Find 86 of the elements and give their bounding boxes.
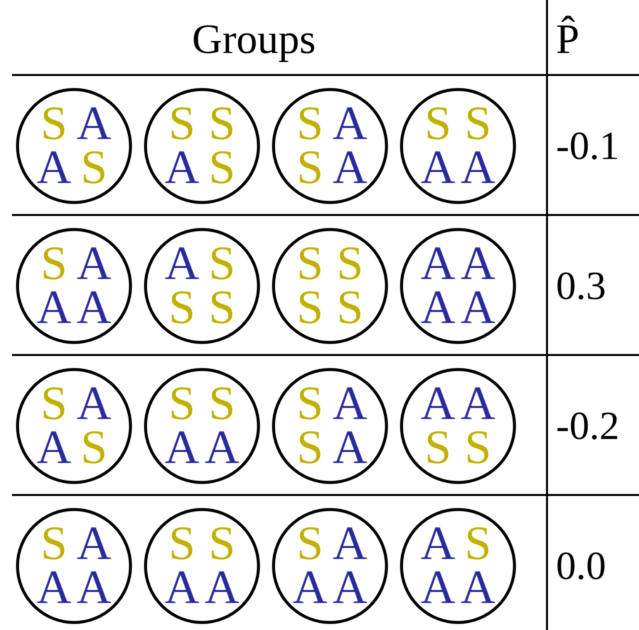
letter: S <box>296 382 324 426</box>
letter: A <box>76 522 112 566</box>
letter: A <box>332 382 368 426</box>
letter: S <box>40 102 68 146</box>
letter: A <box>420 382 456 426</box>
letter: A <box>332 566 368 610</box>
letter: S <box>40 382 68 426</box>
group-circle <box>272 508 388 624</box>
group-circle <box>400 88 516 204</box>
letter: A <box>76 102 112 146</box>
letter: A <box>332 102 368 146</box>
group-circle <box>272 88 388 204</box>
letter: S <box>208 242 236 286</box>
letter: S <box>208 382 236 426</box>
letter: S <box>168 102 196 146</box>
letter: S <box>296 286 324 330</box>
letter: A <box>420 146 456 190</box>
letter: S <box>424 426 452 470</box>
letter: S <box>336 242 364 286</box>
letter: A <box>460 286 496 330</box>
letter: S <box>208 146 236 190</box>
group-circle <box>144 368 260 484</box>
letter: S <box>296 242 324 286</box>
letter: A <box>204 566 240 610</box>
letter: S <box>296 426 324 470</box>
letter: S <box>336 286 364 330</box>
letter: A <box>420 566 456 610</box>
letter: A <box>420 286 456 330</box>
letter: A <box>332 522 368 566</box>
letter: A <box>332 146 368 190</box>
group-circle <box>16 368 132 484</box>
letter: S <box>208 286 236 330</box>
group-circle <box>144 88 260 204</box>
letter: S <box>208 522 236 566</box>
letter: A <box>36 146 72 190</box>
letter: S <box>464 102 492 146</box>
letter: A <box>204 426 240 470</box>
group-circle <box>16 228 132 344</box>
letter: A <box>332 426 368 470</box>
letter: A <box>76 566 112 610</box>
letter: A <box>460 566 496 610</box>
letter: S <box>424 102 452 146</box>
group-circle <box>144 508 260 624</box>
letter: A <box>36 286 72 330</box>
letter: A <box>460 146 496 190</box>
letter: A <box>76 382 112 426</box>
letter: S <box>464 522 492 566</box>
letter: S <box>80 146 108 190</box>
group-circle <box>400 368 516 484</box>
column-header: P̂ <box>556 14 580 65</box>
letter: A <box>164 146 200 190</box>
letter: S <box>40 242 68 286</box>
letter: A <box>420 522 456 566</box>
letter: A <box>76 242 112 286</box>
letter: S <box>296 522 324 566</box>
letter: S <box>208 102 236 146</box>
letter: S <box>296 102 324 146</box>
letter: S <box>168 382 196 426</box>
group-circle <box>400 508 516 624</box>
group-circle <box>272 228 388 344</box>
value-text: -0.2 <box>556 402 620 450</box>
letter: A <box>164 426 200 470</box>
letter: A <box>76 286 112 330</box>
group-circle <box>16 508 132 624</box>
letter: A <box>164 566 200 610</box>
letter: A <box>292 566 328 610</box>
letter: S <box>168 286 196 330</box>
letter: A <box>164 242 200 286</box>
letter: S <box>296 146 324 190</box>
group-circle <box>16 88 132 204</box>
letter: A <box>420 242 456 286</box>
group-circle <box>144 228 260 344</box>
column-header: Groups <box>192 16 316 65</box>
value-text: 0.0 <box>556 542 606 590</box>
letter: S <box>40 522 68 566</box>
letter: A <box>36 566 72 610</box>
letter: A <box>460 242 496 286</box>
value-text: 0.3 <box>556 262 606 310</box>
letter: S <box>80 426 108 470</box>
value-text: -0.1 <box>556 122 620 170</box>
letter: S <box>168 522 196 566</box>
letter: A <box>36 426 72 470</box>
letter: A <box>460 382 496 426</box>
group-circle <box>400 228 516 344</box>
group-circle <box>272 368 388 484</box>
letter: S <box>464 426 492 470</box>
